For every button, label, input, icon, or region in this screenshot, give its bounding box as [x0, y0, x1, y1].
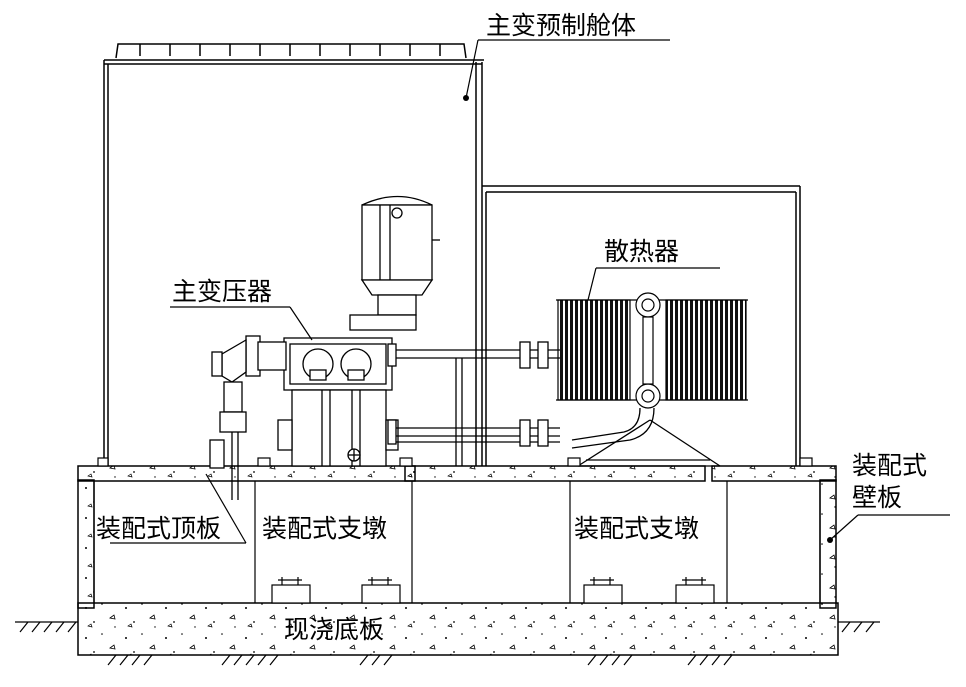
ground-hatch	[15, 621, 880, 666]
piers	[93, 481, 821, 603]
label-cabin: 主变预制舱体	[486, 11, 636, 40]
label-wall-panel-line1: 装配式	[852, 451, 927, 480]
label-transformer: 主变压器	[172, 277, 272, 306]
anchor-blocks	[271, 577, 715, 604]
label-pier-right: 装配式支墩	[574, 514, 699, 543]
label-wall-panel-line2: 壁板	[852, 483, 902, 512]
radiator	[556, 292, 748, 409]
radiator-enclosure	[482, 185, 801, 466]
label-pier-left: 装配式支墩	[262, 514, 387, 543]
slab-fittings	[97, 457, 813, 467]
transformer-body	[277, 337, 399, 467]
top-slabs	[77, 465, 837, 482]
label-radiator: 散热器	[604, 237, 679, 266]
main-cabin	[103, 43, 484, 466]
leader-lines	[110, 39, 950, 544]
leader-dots	[463, 95, 833, 543]
conservator-tank	[349, 195, 440, 331]
wall-panels	[77, 479, 837, 609]
pipes	[387, 341, 560, 466]
label-top-slab: 装配式顶板	[96, 514, 221, 543]
bushing-elbow	[209, 335, 287, 500]
radiator-support	[571, 407, 721, 467]
base-slab	[77, 602, 839, 656]
label-base-slab: 现浇底板	[284, 615, 384, 644]
